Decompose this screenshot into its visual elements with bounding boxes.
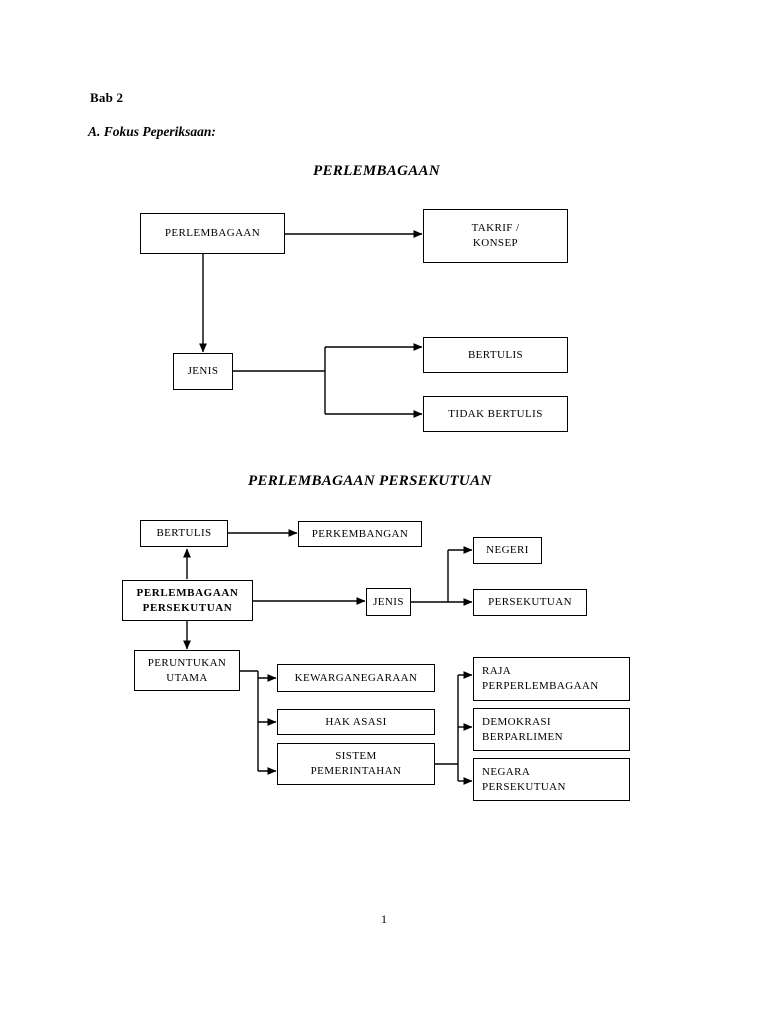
node-hak-asasi: HAK ASASI [277,709,435,735]
node-jenis-2: JENIS [366,588,411,616]
node-perlembagaan-persekutuan: PERLEMBAGAAN PERSEKUTUAN [122,580,253,621]
node-takrif-konsep: TAKRIF / KONSEP [423,209,568,263]
node-sistem-pemerintahan: SISTEM PEMERINTAHAN [277,743,435,785]
node-demokrasi-berparlimen: DEMOKRASI BERPARLIMEN [473,708,630,751]
node-perlembagaan: PERLEMBAGAAN [140,213,285,254]
node-bertulis-2: BERTULIS [140,520,228,547]
node-kewarganegaraan: KEWARGANEGARAAN [277,664,435,692]
node-bertulis: BERTULIS [423,337,568,373]
node-label: NEGARA PERSEKUTUAN [482,765,566,793]
node-label: KEWARGANEGARAAN [294,671,418,684]
node-label: JENIS [187,365,219,378]
node-label: PERUNTUKAN UTAMA [147,656,227,684]
node-label: PERLEMBAGAAN [164,227,261,240]
node-label: SISTEM PEMERINTAHAN [310,750,402,777]
node-label: BERTULIS [467,348,524,361]
diagram-2-title: PERLEMBAGAAN PERSEKUTUAN [248,473,492,489]
node-perkembangan: PERKEMBANGAN [298,521,422,547]
node-label: JENIS [373,595,404,608]
node-label: TIDAK BERTULIS [448,407,543,420]
chapter-heading: Bab 2 [90,90,124,105]
node-label: DEMOKRASI BERPARLIMEN [482,715,564,743]
node-label: NEGERI [486,544,529,557]
section-heading: A. Fokus Peperiksaan: [88,124,216,139]
node-label: PERLEMBAGAAN PERSEKUTUAN [136,586,239,614]
node-negara-persekutuan: NEGARA PERSEKUTUAN [473,758,630,801]
node-peruntukan-utama: PERUNTUKAN UTAMA [134,650,240,691]
node-label: BERTULIS [156,527,212,540]
node-label: TAKRIF / KONSEP [471,222,520,249]
node-raja-perperlembagaan: RAJA PERPERLEMBAGAAN [473,657,630,701]
node-label: PERKEMBANGAN [311,527,409,540]
node-label: HAK ASASI [325,715,387,728]
node-label: RAJA PERPERLEMBAGAAN [482,665,599,692]
node-persekutuan: PERSEKUTUAN [473,589,587,616]
node-jenis: JENIS [173,353,233,390]
diagram-1-title: PERLEMBAGAAN [313,163,440,179]
node-label: PERSEKUTUAN [488,596,572,609]
node-negeri: NEGERI [473,537,542,564]
node-tidak-bertulis: TIDAK BERTULIS [423,396,568,432]
page-number: 1 [381,912,387,926]
